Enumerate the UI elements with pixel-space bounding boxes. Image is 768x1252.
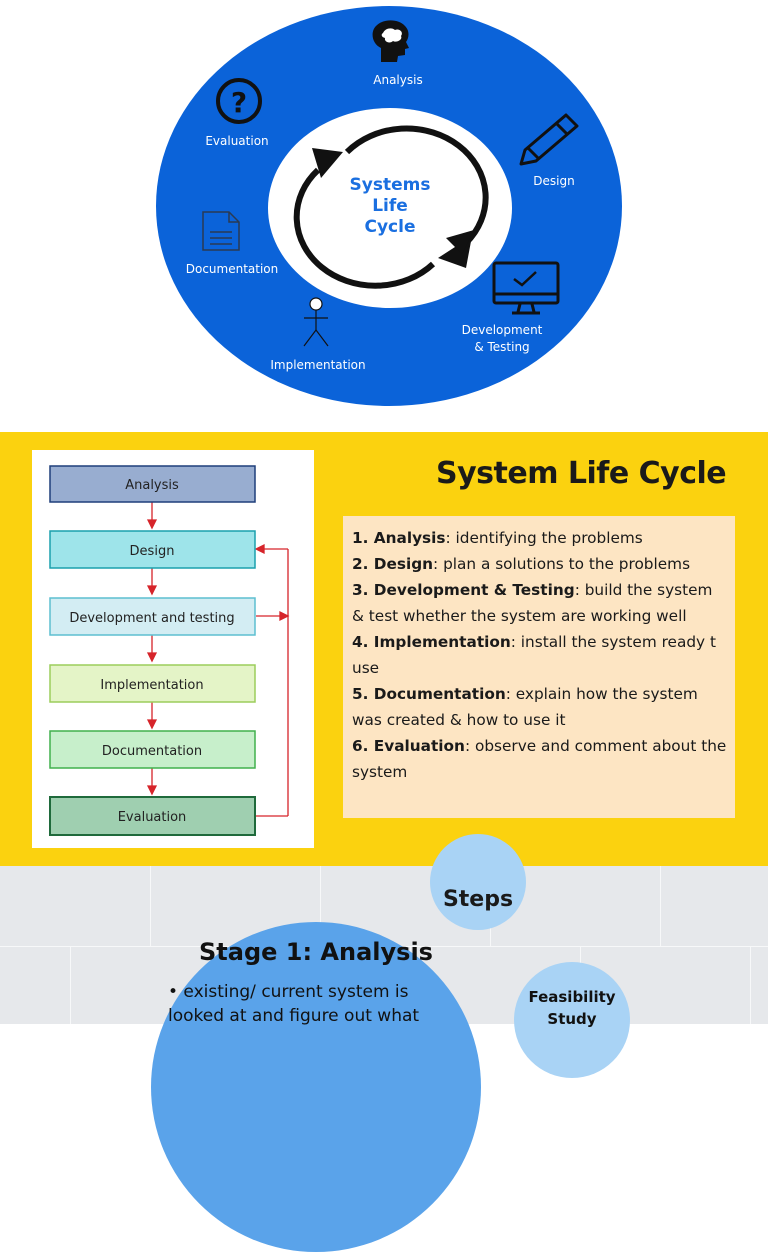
flow-box-analysis [49, 465, 256, 503]
description-box: 1. Analysis: identifying the problems 2.… [343, 516, 735, 818]
flow-label-analysis: Analysis [125, 478, 179, 493]
flow-box-design [49, 530, 256, 569]
stage-bullet: • existing/ current system is looked at … [168, 982, 420, 1026]
description-text: : install the system ready t use [352, 633, 716, 677]
monitor-check-icon [492, 261, 560, 315]
document-icon [202, 211, 240, 251]
description-text: : observe and comment about the system [352, 737, 727, 781]
background-tile [0, 866, 152, 948]
cycle-ring-svg: Systems Life Cycle Analysis Design Devel… [156, 6, 622, 406]
description-text: : identifying the problems [445, 529, 643, 547]
flow-label-evaluation: Evaluation [118, 810, 187, 825]
description-item: 3. Development & Testing: build the syst… [352, 577, 727, 629]
flow-label-development: Development and testing [69, 611, 234, 626]
description-item: 5. Documentation: explain how the system… [352, 681, 727, 733]
description-item: 4. Implementation: install the system re… [352, 629, 727, 681]
description-term: 2. Design [352, 555, 434, 573]
description-text: : explain how the system was created & h… [352, 685, 698, 729]
background-tile [0, 946, 72, 1024]
feasibility-line1: Feasibility [528, 988, 616, 1006]
description-term: 5. Documentation [352, 685, 506, 703]
stage-label-implementation: Implementation [270, 358, 365, 372]
stage-label-documentation: Documentation [186, 262, 279, 276]
background-tile [750, 946, 768, 1024]
stage-label-development-line2: & Testing [474, 340, 529, 354]
flow-box-documentation [49, 730, 256, 769]
description-term: 4. Implementation [352, 633, 511, 651]
person-icon [303, 297, 329, 347]
center-label-line2: Life [372, 196, 408, 216]
flowchart-svg: Analysis Design Development and testing … [49, 465, 290, 836]
stage-title: Stage 1: Analysis [199, 938, 433, 966]
stage-label-design: Design [533, 174, 574, 188]
description-text: : plan a solutions to the problems [433, 555, 691, 573]
svg-text:?: ? [231, 86, 247, 119]
description-text: : build the system & test whether the sy… [352, 581, 713, 625]
flow-box-evaluation [49, 796, 256, 836]
stage-circle [151, 922, 481, 1252]
question-icon: ? [216, 78, 262, 124]
head-icon [372, 20, 409, 62]
description-term: 1. Analysis [352, 529, 446, 547]
feasibility-line2: Study [547, 1010, 597, 1028]
description-term: 3. Development & Testing [352, 581, 575, 599]
cycle-arrows-icon [293, 125, 489, 289]
description-item: 2. Design: plan a solutions to the probl… [352, 551, 727, 577]
description-item: 1. Analysis: identifying the problems [352, 525, 727, 551]
description-item: 6. Evaluation: observe and comment about… [352, 733, 727, 785]
center-label-line3: Cycle [365, 217, 416, 237]
center-label-line1: Systems [350, 175, 431, 195]
description-term: 6. Evaluation [352, 737, 465, 755]
flowchart-card: Analysis Design Development and testing … [32, 450, 314, 848]
flow-box-implementation [49, 664, 256, 703]
background-tile [660, 866, 768, 948]
life-cycle-diagram: Systems Life Cycle Analysis Design Devel… [0, 0, 768, 430]
flow-label-documentation: Documentation [102, 744, 202, 759]
flow-label-implementation: Implementation [100, 678, 203, 693]
steps-bubble: Steps [430, 834, 526, 930]
flow-label-design: Design [130, 544, 175, 559]
stage-label-development-line1: Development [462, 323, 543, 337]
panel-title: System Life Cycle [436, 456, 727, 491]
flow-box-development [49, 597, 256, 636]
stage-label-evaluation: Evaluation [205, 134, 268, 148]
pencil-icon [519, 113, 579, 166]
stage-label-analysis: Analysis [373, 73, 422, 87]
feasibility-label: Feasibility Study [514, 986, 630, 1030]
